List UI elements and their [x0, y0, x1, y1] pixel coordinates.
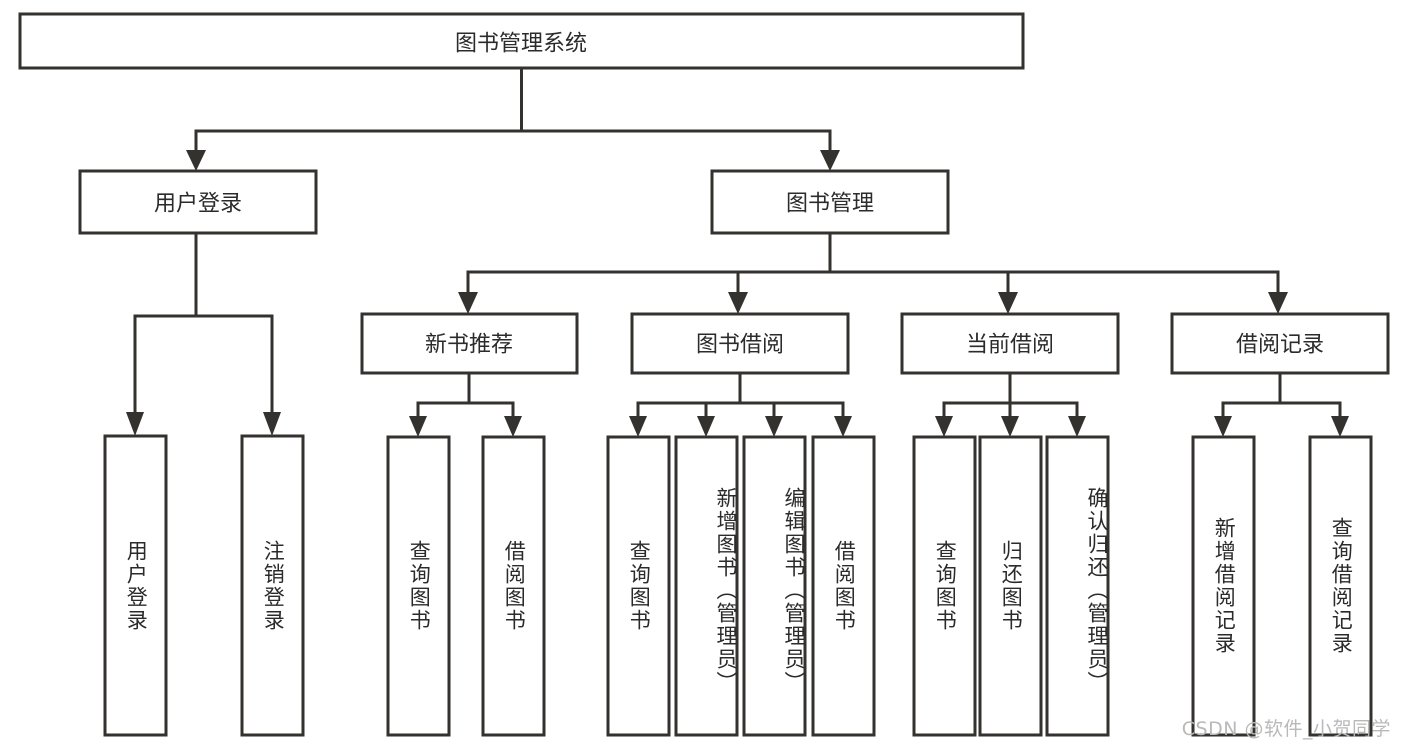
node-leaf-user-logout[interactable]: [240, 434, 305, 737]
node-leaf-query-book-3[interactable]: [912, 435, 977, 737]
arrowhead-bookmgmt: [820, 150, 840, 171]
node-root[interactable]: [18, 12, 1025, 70]
arrowhead-leaf-confirm-return: [1068, 416, 1086, 437]
arrowhead-bookborrow: [728, 292, 748, 314]
label-borrow-record: 借阅记录: [1236, 332, 1324, 357]
node-book-management[interactable]: [710, 169, 950, 235]
arrowhead-currentborrow: [998, 292, 1018, 314]
horizontal-label-group: 图书管理系统 用户登录 图书管理 新书推荐 图书借阅 当前借阅 借阅记录: [154, 31, 1324, 357]
arrowhead-group: [126, 150, 1349, 437]
node-current-borrow[interactable]: [900, 312, 1120, 375]
node-leaf-add-book[interactable]: [674, 435, 739, 737]
arrowhead-leaf-query-borrow-record: [1331, 416, 1349, 437]
label-root: 图书管理系统: [455, 31, 587, 56]
watermark-text: CSDN @软件_小贺同学: [1181, 718, 1391, 740]
node-user-login[interactable]: [78, 169, 318, 235]
node-leaf-query-book-1[interactable]: [386, 435, 451, 737]
arrowhead-newbook: [458, 292, 478, 314]
node-leaf-borrow-book-1[interactable]: [481, 435, 546, 737]
arrowhead-leaf-return-book: [1001, 416, 1019, 437]
arrowhead-leaf-borrow-book-2: [834, 416, 852, 437]
arrowhead-leaf-borrow-book-1: [504, 416, 522, 437]
label-current-borrow: 当前借阅: [966, 332, 1054, 357]
arrowhead-leaf-add-book: [697, 416, 715, 437]
arrowhead-leaf-user-logout: [263, 412, 281, 436]
connector-group: [133, 66, 1342, 420]
node-leaf-borrow-book-2[interactable]: [811, 435, 876, 737]
node-box-group: [18, 12, 1390, 737]
node-leaf-query-book-2[interactable]: [606, 435, 671, 737]
node-book-borrow[interactable]: [630, 312, 850, 375]
arrowhead-borrowrecord: [1268, 292, 1288, 314]
label-user-login: 用户登录: [154, 191, 242, 216]
node-leaf-query-borrow-record[interactable]: [1308, 435, 1373, 737]
arrowhead-leaf-query-book-1: [409, 416, 427, 437]
node-new-book-recommend[interactable]: [360, 312, 579, 375]
node-leaf-add-borrow-record[interactable]: [1191, 435, 1256, 737]
label-book-borrow: 图书借阅: [696, 332, 784, 357]
arrowhead-userlogin: [186, 150, 206, 171]
node-leaf-user-login[interactable]: [103, 434, 168, 737]
label-new-book-recommend: 新书推荐: [425, 332, 513, 357]
arrowhead-leaf-query-book-2: [629, 416, 647, 437]
node-leaf-return-book[interactable]: [978, 435, 1043, 737]
label-book-management: 图书管理: [786, 191, 874, 216]
arrowhead-leaf-add-borrow-record: [1214, 416, 1232, 437]
node-borrow-record[interactable]: [1170, 312, 1390, 375]
arrowhead-leaf-edit-book: [765, 416, 783, 437]
node-leaf-edit-book[interactable]: [742, 435, 807, 737]
arrowhead-leaf-query-book-3: [935, 416, 953, 437]
arrowhead-leaf-user-login: [126, 412, 144, 436]
node-leaf-confirm-return[interactable]: [1045, 435, 1110, 737]
